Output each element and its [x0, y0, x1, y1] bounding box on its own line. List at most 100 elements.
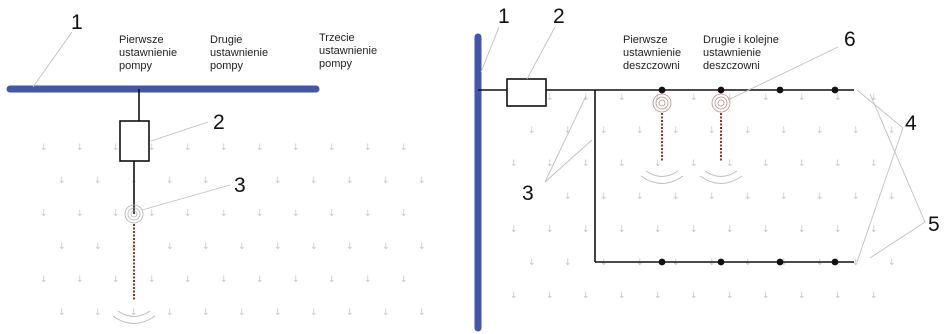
hydrant-dot: [776, 86, 784, 94]
ground-arrow: ↓: [94, 242, 102, 252]
hydrant-dot: [658, 86, 666, 94]
ground-arrow: ↓: [888, 126, 896, 136]
ground-arrow: ↓: [726, 159, 734, 169]
ground-arrow: ↓: [202, 176, 210, 186]
ground-arrow: ↓: [744, 258, 752, 268]
ground-arrow: ↓: [112, 143, 120, 153]
hydrant-dot: [717, 86, 725, 94]
right-label-4: 4: [905, 112, 917, 135]
right-leader-4a: [856, 89, 904, 129]
ground-arrow: ↓: [816, 258, 824, 268]
ground-arrow: ↓: [546, 225, 554, 235]
ground-arrow: ↓: [364, 209, 372, 219]
ground-arrow: ↓: [148, 143, 156, 153]
ground-arrow: ↓: [166, 242, 174, 252]
ground-arrow: ↓: [762, 159, 770, 169]
ground-arrow: ↓: [238, 242, 246, 252]
ground-arrow: ↓: [382, 176, 390, 186]
right-label-3: 3: [522, 182, 534, 205]
right-leader-2: [526, 26, 556, 80]
left-caption-3: Trzecie ustawnienie pompy: [319, 32, 380, 70]
right-leader-5a: [869, 93, 926, 223]
ground-arrow: ↓: [888, 258, 896, 268]
right-leader-5b: [869, 221, 926, 259]
right-leader-1: [480, 26, 500, 73]
ground-arrow: ↓: [762, 291, 770, 301]
ground-arrow: ↓: [690, 159, 698, 169]
ground-arrow: ↓: [184, 143, 192, 153]
ground-arrow: ↓: [744, 192, 752, 202]
ground-arrow: ↓: [564, 126, 572, 136]
ground-arrow: ↓: [672, 258, 680, 268]
ground-arrow: ↓: [202, 242, 210, 252]
ground-arrow: ↓: [780, 258, 788, 268]
ground-arrow: ↓: [834, 159, 842, 169]
ground-arrow: ↓: [166, 308, 174, 318]
ground-arrow: ↓: [418, 308, 426, 318]
right-diagram: 1 2 3 4 5 6 Pierwsze ustawnienie deszczo…: [474, 5, 940, 332]
ground-arrow: ↓: [762, 93, 770, 103]
right-leader-3a: [544, 95, 587, 183]
ground-arrow: ↓: [274, 308, 282, 318]
ground-arrow: ↓: [708, 192, 716, 202]
upper-hydrants: [658, 86, 839, 94]
ground-arrow: ↓: [834, 291, 842, 301]
ground-arrow: ↓: [364, 275, 372, 285]
ground-arrow: ↓: [510, 159, 518, 169]
ground-arrow: ↓: [654, 225, 662, 235]
ground-arrow: ↓: [256, 275, 264, 285]
ground-arrow: ↓: [798, 291, 806, 301]
right-label-1: 1: [498, 5, 510, 28]
ground-arrow: ↓: [148, 275, 156, 285]
ground-arrow: ↓: [202, 308, 210, 318]
ground-arrow: ↓: [618, 225, 626, 235]
ground-arrow: ↓: [870, 291, 878, 301]
ground-arrow: ↓: [112, 209, 120, 219]
ground-arrow: ↓: [582, 291, 590, 301]
ground-arrow: ↓: [834, 225, 842, 235]
right-label-6: 6: [844, 28, 856, 51]
ground-arrow: ↓: [58, 308, 66, 318]
ground-arrow: ↓: [166, 176, 174, 186]
ground-arrow: ↓: [58, 176, 66, 186]
ground-arrow: ↓: [40, 275, 48, 285]
ground-arrow: ↓: [184, 275, 192, 285]
ground-arrow: ↓: [510, 291, 518, 301]
ground-arrow: ↓: [346, 308, 354, 318]
lower-hydrants: [658, 258, 839, 266]
ground-arrow: ↓: [564, 258, 572, 268]
ground-arrow: ↓: [564, 192, 572, 202]
ground-arrow: ↓: [382, 242, 390, 252]
ground-arrow: ↓: [654, 291, 662, 301]
right-leader-3b: [544, 139, 593, 183]
ground-arrow: ↓: [292, 209, 300, 219]
ground-arrow: ↓: [798, 159, 806, 169]
ground-arrow: ↓: [726, 291, 734, 301]
ground-arrow: ↓: [256, 209, 264, 219]
ground-arrow: ↓: [780, 192, 788, 202]
right-leader-6: [727, 46, 839, 101]
ground-arrow: ↓: [582, 93, 590, 103]
ground-arrow: ↓: [130, 308, 138, 318]
ground-arrow: ↓: [148, 209, 156, 219]
ground-arrow: ↓: [744, 126, 752, 136]
spray-arcs: [640, 170, 684, 184]
ground-arrow: ↓: [40, 209, 48, 219]
ground-arrow: ↓: [798, 225, 806, 235]
sprinkler-icon: [652, 93, 672, 113]
ground-arrow: ↓: [870, 159, 878, 169]
ground-arrow: ↓: [256, 143, 264, 153]
right-sprinkler-2: [699, 93, 743, 184]
ground-arrow: ↓: [852, 126, 860, 136]
ground-arrow: ↓: [816, 126, 824, 136]
ground-arrow: ↓: [618, 159, 626, 169]
ground-arrow: ↓: [328, 275, 336, 285]
left-caption-2: Drugie ustawnienie pompy: [210, 34, 271, 72]
ground-arrow: ↓: [310, 176, 318, 186]
ground-arrow: ↓: [618, 291, 626, 301]
right-label-2: 2: [553, 5, 565, 28]
ground-arrow: ↓: [654, 93, 662, 103]
ground-arrow: ↓: [816, 192, 824, 202]
ground-arrow: ↓: [852, 192, 860, 202]
